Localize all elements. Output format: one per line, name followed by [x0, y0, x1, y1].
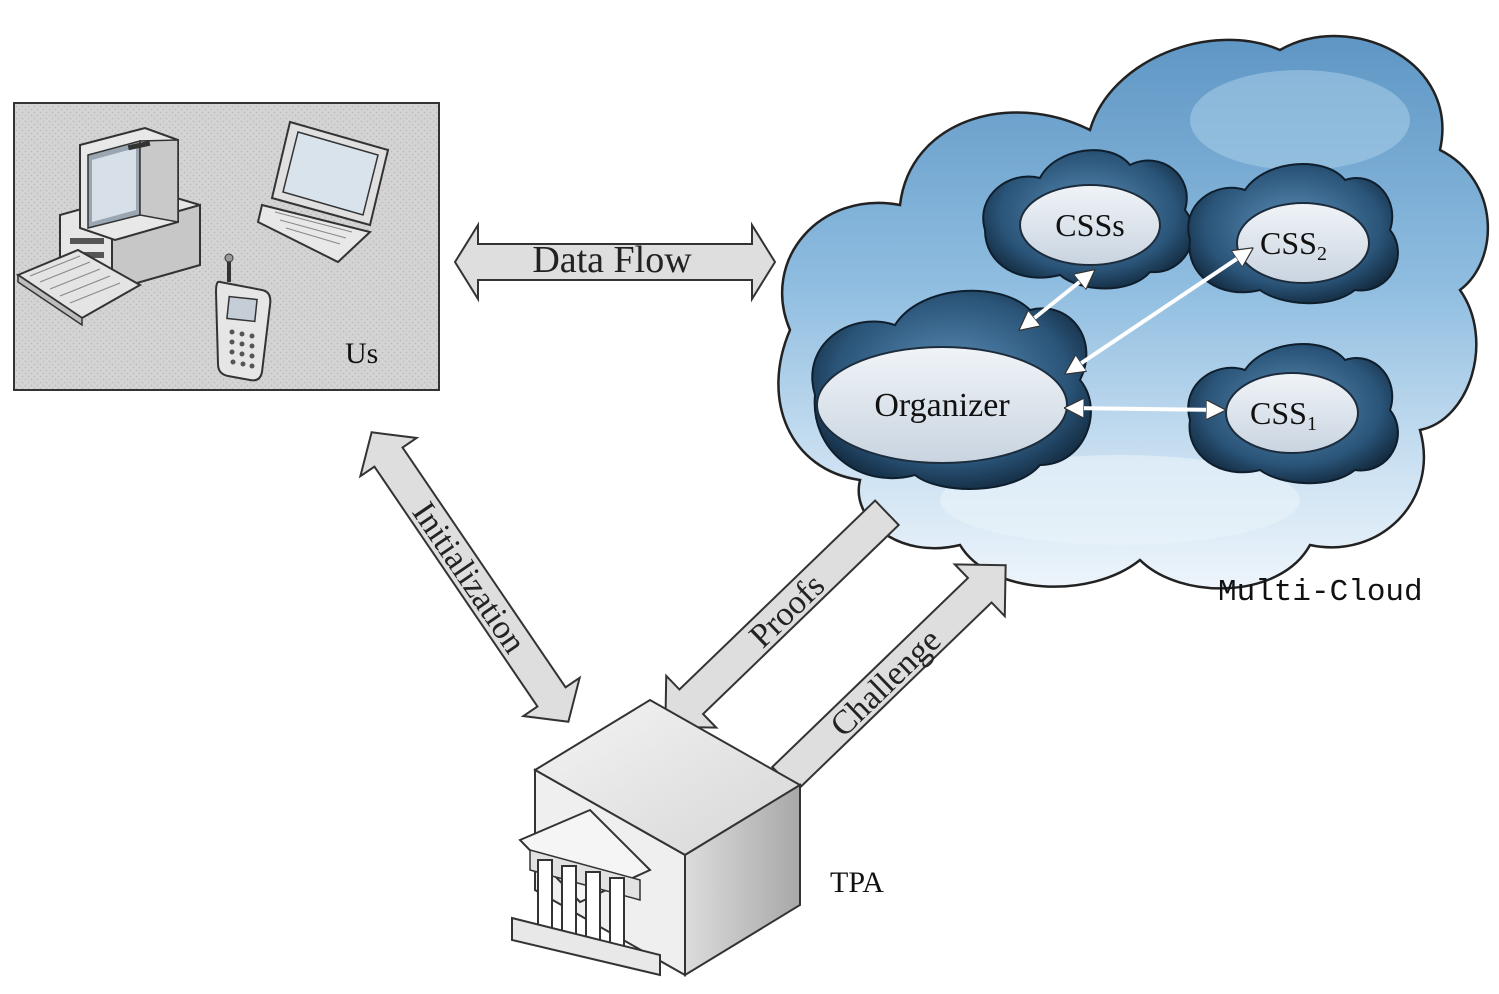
initialization-label: Initialization — [405, 496, 533, 660]
csss-label: CSSs — [1055, 207, 1124, 243]
organizer-node: Organizer — [811, 289, 1092, 490]
cloud-icon — [777, 34, 1490, 590]
organizer-css2-link — [1068, 250, 1250, 372]
organizer-css1-link — [1068, 408, 1222, 410]
mobile-phone-icon — [214, 253, 272, 382]
users-label: Us — [345, 337, 378, 370]
tpa-label: TPA — [830, 866, 884, 899]
multi-cloud-label: Multi-Cloud — [1218, 575, 1423, 610]
laptop-icon — [256, 120, 390, 264]
data-flow-label: Data Flow — [532, 239, 692, 281]
proofs-label: Proofs — [742, 567, 832, 655]
bank-facade-icon — [511, 808, 661, 977]
users-panel: Us — [13, 102, 440, 391]
initialization-arrow: Initialization — [358, 431, 582, 723]
data-flow-arrow: Data Flow — [453, 221, 777, 303]
css1-label: CSS1 — [1250, 395, 1317, 435]
css1-node: CSS1 — [1187, 343, 1399, 485]
organizer-label: Organizer — [874, 387, 1010, 424]
desktop-computer-icon — [15, 126, 201, 327]
challenge-label: Challenge — [823, 622, 948, 744]
internal-links — [1022, 250, 1250, 410]
server-bank-icon — [511, 698, 802, 977]
css2-label: CSS2 — [1260, 225, 1327, 265]
